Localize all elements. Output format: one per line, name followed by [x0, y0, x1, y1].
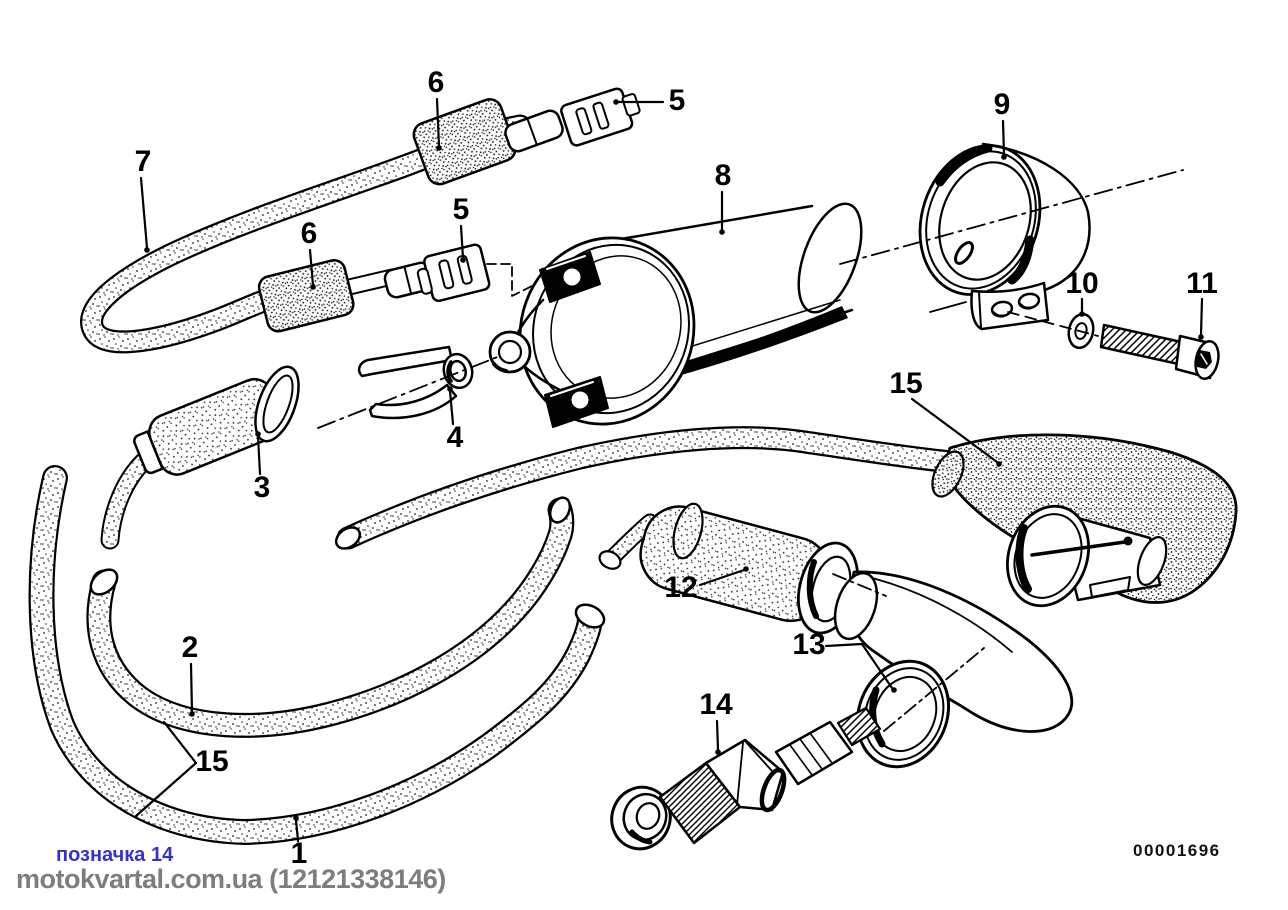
rubber-boot-6-mid [257, 258, 355, 333]
part-label-6-top: 6 [428, 66, 445, 99]
leader-dot-15-right [996, 461, 1002, 467]
leader-line-4 [448, 389, 455, 426]
spade-terminal-5-top [560, 87, 641, 147]
leader-dot-9 [1001, 154, 1007, 160]
spark-plug-boot-13 [833, 570, 1074, 769]
ferrule-top [504, 109, 564, 153]
part-label-5-mid: 5 [453, 193, 470, 226]
leader-dot-7 [144, 247, 150, 253]
part-label-2: 2 [182, 631, 199, 664]
leader-line-1 [294, 818, 300, 843]
assembly-axis-lines [317, 169, 1184, 732]
leader-dot-14 [715, 749, 721, 755]
leader-dot-1 [293, 815, 299, 821]
leader-dot-8 [719, 229, 725, 235]
spark-plug-14 [610, 706, 882, 851]
part-label-11: 11 [1186, 267, 1218, 300]
part-label-6-mid: 6 [301, 217, 318, 250]
leader-line-9 [1001, 119, 1006, 157]
leader-dot-11 [1198, 334, 1204, 340]
spark-plug-wire-to-cap15 [334, 426, 964, 550]
document-number: 00001696 [1133, 841, 1221, 860]
leader-line-6-mid [308, 248, 315, 287]
part-label-3: 3 [254, 471, 271, 504]
part-label-9: 9 [994, 88, 1011, 121]
leader-dot-2 [189, 711, 195, 717]
watermark-text: motokvartal.com.ua (12121338146) [16, 864, 446, 894]
leader-dot-13 [891, 687, 897, 693]
leader-line-12 [698, 568, 746, 587]
leader-dot-12 [743, 566, 749, 572]
retaining-clip-4 [357, 345, 474, 420]
spark-plug-wire-1-loop [28, 465, 606, 845]
leader-line-3 [256, 434, 262, 476]
part-label-7: 7 [135, 145, 152, 178]
spark-plug-connector-3 [100, 365, 300, 550]
leader-dot-3 [255, 431, 261, 437]
part-label-5-top: 5 [669, 84, 686, 117]
ignition-coil [488, 202, 863, 428]
leader-dot-6-mid [310, 284, 316, 290]
leader-dot-10 [1079, 311, 1085, 317]
leader-line-14 [715, 719, 720, 752]
coil-clamp-9 [918, 142, 1091, 331]
part-label-14: 14 [699, 688, 733, 721]
part-labels-layer: 7 6 5 6 5 8 9 10 11 3 4 15 12 13 14 2 15 1 [135, 66, 1218, 870]
spark-plug-wire-2-loop [86, 496, 575, 738]
leader-line-5-mid [459, 224, 465, 260]
part-label-15-right: 15 [889, 367, 922, 400]
leader-line-6-top [435, 97, 441, 148]
leader-dot-6-top [436, 145, 442, 151]
part-label-12: 12 [664, 571, 697, 604]
part-label-15-left: 15 [195, 745, 228, 778]
part-label-1: 1 [291, 837, 308, 870]
note-text: позначка 14 [56, 844, 174, 866]
spark-plug-cap-15 [931, 433, 1238, 608]
part-label-10: 10 [1065, 267, 1098, 300]
rubber-boot-6-top [412, 98, 517, 186]
leader-dot-5-top [613, 99, 619, 105]
part-label-4: 4 [447, 421, 464, 454]
leader-line-15-left [162, 720, 198, 765]
spark-plug-connector-12 [598, 502, 859, 635]
part-label-13: 13 [792, 628, 825, 661]
leader-line-15-right [910, 397, 999, 464]
part-label-8: 8 [715, 159, 732, 192]
leader-line-11 [1199, 297, 1204, 337]
leader-dot-4 [447, 386, 453, 392]
leader-line-2 [189, 662, 194, 714]
bolt-11 [1099, 323, 1220, 380]
leader-line-15-left [134, 761, 198, 818]
spade-terminal-5-mid [416, 243, 491, 303]
leader-line-13 [824, 642, 894, 690]
leader-dot-5-mid [460, 257, 466, 263]
leader-line-7 [139, 176, 149, 250]
